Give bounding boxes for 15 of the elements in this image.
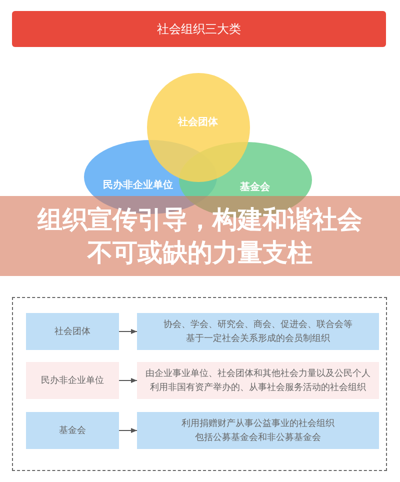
arrow xyxy=(118,329,138,334)
category-box: 社会团体 xyxy=(26,313,119,350)
category-box: 民办非企业单位 xyxy=(26,362,119,399)
circle-label: 社会团体 xyxy=(178,116,218,129)
arrow xyxy=(118,428,138,433)
description-box: 协会、学会、研究会、商会、促进会、联合会等基于一定社会关系形成的会员制组织 xyxy=(137,313,379,350)
headline-banner: 组织宣传引导，构建和谐社会不可或缺的力量支柱 xyxy=(0,196,400,276)
category-box: 基金会 xyxy=(26,412,119,449)
circle-label: 民办非企业单位 xyxy=(103,178,173,192)
arrow xyxy=(118,378,138,383)
description-box: 利用捐赠财产从事公益事业的社会组织包括公募基金会和非公募基金会 xyxy=(137,412,379,449)
circle-label: 基金会 xyxy=(240,180,270,194)
description-box: 由企业事业单位、社会团体和其他社会力量以及公民个人利用非国有资产举办的、从事社会服务活动的社会组织 xyxy=(137,362,379,399)
title-bar: 社会组织三大类 xyxy=(12,11,386,47)
dashed-frame xyxy=(12,297,387,471)
